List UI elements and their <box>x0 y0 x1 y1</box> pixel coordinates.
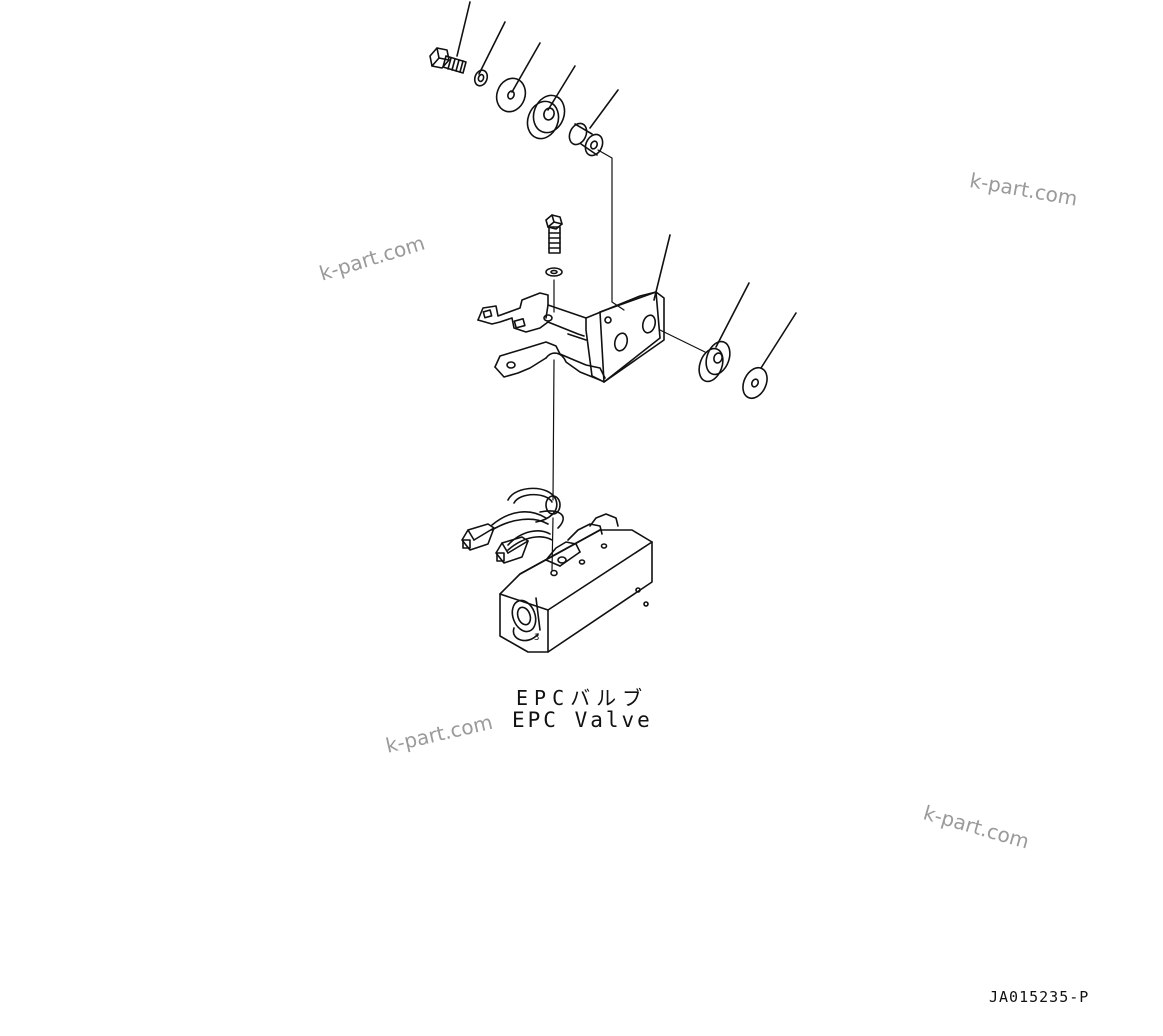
bracket-icon <box>477 291 665 383</box>
small-washer-icon <box>545 267 563 277</box>
leader-lines <box>456 1 797 369</box>
epc-valve-icon: 3 <box>461 487 653 653</box>
spacer-washer-icon <box>526 94 566 140</box>
drawing-code: JA015235-P <box>989 988 1090 1006</box>
right-spacer-icon <box>698 340 731 383</box>
small-bolt-icon <box>545 214 563 254</box>
right-washer-icon <box>742 366 768 400</box>
spring-washer-icon <box>473 69 489 87</box>
hex-bolt-icon <box>429 47 467 74</box>
svg-text:3: 3 <box>534 633 539 643</box>
collar-icon <box>568 122 604 157</box>
flat-washer-icon <box>495 77 527 113</box>
caption-japanese: EPCバルブ <box>516 686 649 710</box>
caption-english: EPC Valve <box>512 708 653 732</box>
